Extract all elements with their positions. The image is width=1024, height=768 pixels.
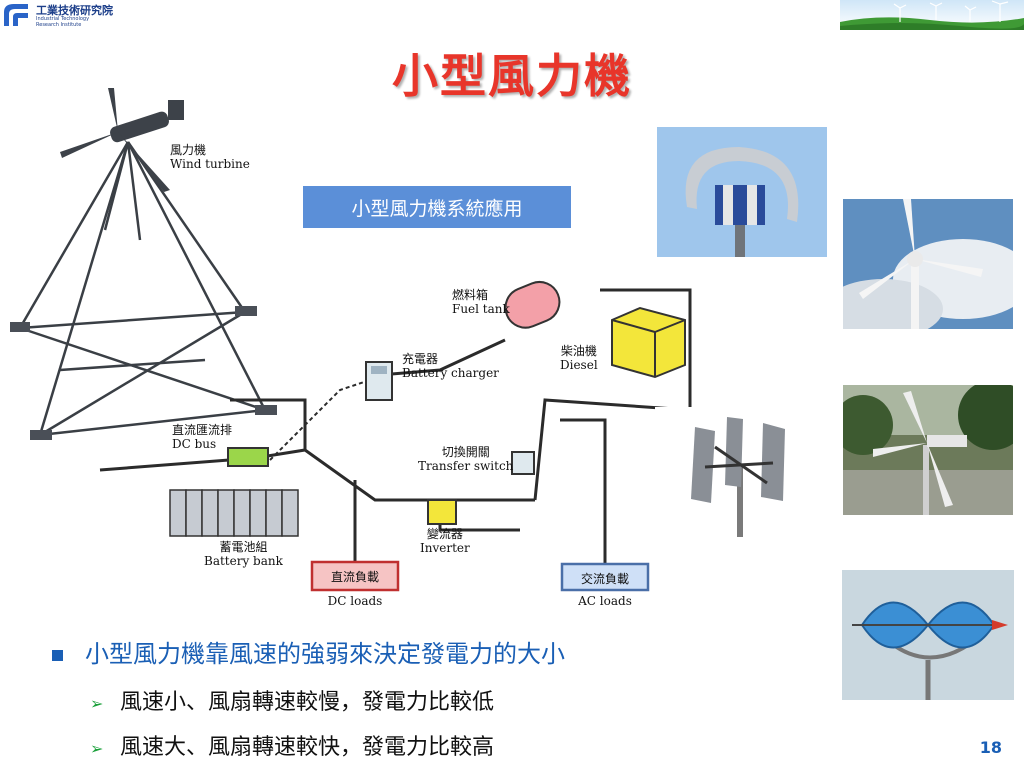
wind-farm-banner-image xyxy=(840,0,1024,30)
label-dc-loads: 直流負載 xyxy=(330,570,379,584)
diesel-generator-shape xyxy=(611,306,686,379)
dc-bus-shape xyxy=(227,447,269,467)
itri-logo-mark xyxy=(2,2,30,28)
battery-bank-shape xyxy=(169,489,299,537)
bullet-sub-2: ➢ 風速大、風扇轉速較快，發電力比較高 xyxy=(90,729,494,761)
ac-loads-box xyxy=(560,562,650,592)
bullet-sub-text: 風速小、風扇轉速較慢，發電力比較低 xyxy=(120,690,495,715)
wind-turbine-illustration xyxy=(18,141,267,437)
bullet-sub-1: ➢ 風速小、風扇轉速較慢，發電力比較低 xyxy=(90,684,494,716)
logo-sub2: Research Institute xyxy=(36,22,82,28)
dc-loads-box xyxy=(310,560,400,592)
system-application-label: 小型風力機系統應用 xyxy=(303,186,571,228)
blue-helix-turbine-photo xyxy=(842,570,1014,700)
turbine-rotor xyxy=(60,88,184,192)
vertical-helix-turbine-photo xyxy=(657,127,827,257)
bullet-main: 小型風力機靠風速的強弱來決定發電力的大小 xyxy=(52,634,565,669)
system-diagram xyxy=(10,88,692,592)
arrow-bullet-icon: ➢ xyxy=(90,694,104,713)
horizontal-turbine-clouds-photo xyxy=(843,199,1013,329)
label-dc-loads-en: DC loads xyxy=(327,594,383,608)
vertical-blade-turbine-photo xyxy=(655,407,827,537)
inverter-shape xyxy=(427,499,457,525)
label-ac-loads: 交流負載 xyxy=(580,572,629,586)
charger-link xyxy=(269,379,371,461)
battery-charger-shape xyxy=(365,361,393,401)
label-ac-loads-en: AC loads xyxy=(578,594,632,608)
arrow-bullet-icon: ➢ xyxy=(90,739,104,758)
transfer-switch-shape xyxy=(511,451,535,475)
fuel-tank-shape xyxy=(504,281,561,329)
logo-org-name: 工業技術研究院 xyxy=(36,4,113,17)
turbine-in-trees-photo xyxy=(843,385,1013,515)
bullet-sub-text: 風速大、風扇轉速較快，發電力比較高 xyxy=(120,735,495,760)
page-number: 18 xyxy=(979,738,1002,757)
bullet-main-text: 小型風力機靠風速的強弱來決定發電力的大小 xyxy=(85,640,565,668)
itri-logo: 工業技術研究院 Industrial Technology Research I… xyxy=(2,2,132,30)
square-bullet-icon xyxy=(52,649,63,661)
page-title: 小型風力機 xyxy=(392,49,632,103)
logo-sub1: Industrial Technology xyxy=(36,16,90,22)
